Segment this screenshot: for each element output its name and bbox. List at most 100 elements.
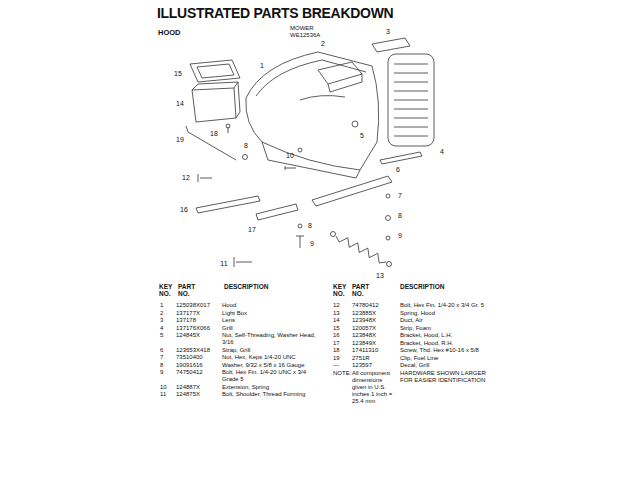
table-header: DESCRIPTION — [224, 283, 304, 290]
table-cell: 3 — [160, 317, 174, 324]
washer — [298, 148, 302, 152]
table-cell: 137177X — [176, 310, 222, 317]
fuel-line-clip — [186, 126, 236, 160]
table-cell: 137176X066 — [176, 325, 222, 332]
hood-spring — [336, 236, 386, 263]
table-header: PART NO. — [352, 283, 376, 297]
bracket-bar — [256, 204, 298, 220]
table-cell: Strip, Foam — [400, 325, 500, 332]
callout-number: 15 — [174, 70, 182, 78]
table-cell: Lens — [222, 317, 322, 324]
table-cell: 8 — [160, 362, 174, 369]
table-cell: 123597 — [352, 362, 398, 369]
callout-number: 16 — [180, 206, 188, 214]
bolt-head — [386, 236, 390, 240]
table-cell: 19091616 — [176, 362, 222, 369]
section-name: HOOD — [158, 29, 181, 37]
table-cell: 124845X — [176, 332, 222, 339]
table-cell: 123849X — [352, 340, 398, 347]
table-cell: 120057X — [352, 325, 398, 332]
table-cell: 14 — [333, 317, 349, 324]
table-cell: Bolt, Hex Fin. 1/4-20 x 3/4 Gr. 5 — [400, 302, 500, 309]
table-cell: 74750412 — [176, 369, 222, 376]
model-number: WE12536A — [290, 32, 320, 39]
page-title: ILLUSTRATED PARTS BREAKDOWN — [157, 6, 393, 21]
table-cell: Strap, Grill — [222, 347, 322, 354]
callout-number: 8 — [398, 212, 402, 220]
spring-extension — [285, 166, 296, 170]
shoulder-bolt — [234, 257, 252, 267]
table-cell: 125038X017 — [176, 302, 222, 309]
table-cell: 10 — [160, 384, 174, 391]
table-cell: Spring, Hood — [400, 310, 500, 317]
bolt — [296, 236, 304, 248]
table-cell: 11 — [160, 391, 174, 398]
table-cell: 2 — [160, 310, 174, 317]
table-cell: Screw, Thd. Hex #10-16 x 5/8 — [400, 347, 500, 354]
callout-number: 1 — [260, 62, 264, 70]
washer — [298, 224, 302, 228]
table-cell: 18 — [333, 347, 349, 354]
table-cell: 16 — [333, 332, 349, 339]
table-header: KEY NO. — [159, 283, 177, 297]
washer — [243, 155, 248, 160]
callout-number: 18 — [210, 130, 218, 138]
callout-number: 19 — [176, 136, 184, 144]
table-cell: 124887X — [176, 384, 222, 391]
callout-number: 4 — [440, 148, 444, 156]
table-cell: 2751R — [352, 355, 398, 362]
table-cell: NOTE: — [333, 370, 349, 377]
callout-number: 14 — [176, 100, 184, 108]
table-cell: 137178 — [176, 317, 222, 324]
spring-hook — [331, 232, 336, 237]
table-cell: Duct, Air — [400, 317, 500, 324]
table-cell: Nut, Hex, Keps 1/4-20 UNC — [222, 354, 322, 361]
table-cell: Bracket, Hood, R.H. — [400, 340, 500, 347]
callout-number: 9 — [310, 240, 314, 248]
callout-number: 8 — [308, 222, 312, 230]
bracket-lh — [196, 196, 260, 213]
table-cell: 123885X — [352, 310, 398, 317]
table-cell: 123948X — [352, 317, 398, 324]
table-cell: HARDWARE SHOWN LARGER FOR EASIER IDENTIF… — [400, 370, 500, 384]
table-header: KEY NO. — [333, 283, 351, 297]
air-duct — [192, 82, 240, 122]
table-cell: Washer, 9/32 x 5/8 x 16 Gauge — [222, 362, 322, 369]
table-cell: 19 — [333, 355, 349, 362]
callout-number: 10 — [286, 152, 294, 160]
table-cell: Extension, Spring — [222, 384, 322, 391]
spring-hook — [387, 262, 392, 267]
callout-number: 7 — [398, 192, 402, 200]
washer — [386, 216, 391, 221]
hood-lip — [262, 142, 360, 178]
table-cell: 74780412 — [352, 302, 398, 309]
grill — [388, 54, 434, 146]
table-cell: 1 — [160, 302, 174, 309]
table-cell: Light Box — [222, 310, 322, 317]
table-header: DESCRIPTION — [400, 283, 480, 290]
table-cell: Bolt, Hex Fin. 1/4-20 UNC x 3/4 Grade 5 — [222, 369, 322, 383]
table-cell: Hood — [222, 302, 322, 309]
bolt — [198, 174, 212, 182]
table-cell: Grill — [222, 325, 322, 332]
callout-number: 6 — [396, 166, 400, 174]
table-cell: — — [333, 362, 349, 369]
foam-strip — [190, 60, 240, 82]
table-cell: All component dimensions given in U.S. i… — [352, 370, 398, 405]
callout-number: 5 — [360, 132, 364, 140]
table-cell: Bracket, Hood, L.H. — [400, 332, 500, 339]
table-cell: 7 — [160, 354, 174, 361]
lens — [372, 38, 410, 52]
table-cell: Decal, Grill — [400, 362, 500, 369]
callout-number: 9 — [398, 232, 402, 240]
table-cell: 6 — [160, 347, 174, 354]
table-cell: 5 — [160, 332, 174, 339]
table-cell: 123848X — [352, 332, 398, 339]
bracket-rh — [312, 176, 392, 206]
table-cell: 17411310 — [352, 347, 398, 354]
table-cell: 123653X418 — [176, 347, 222, 354]
hood-contour — [300, 96, 345, 100]
model-heading: MOWER — [290, 25, 314, 32]
